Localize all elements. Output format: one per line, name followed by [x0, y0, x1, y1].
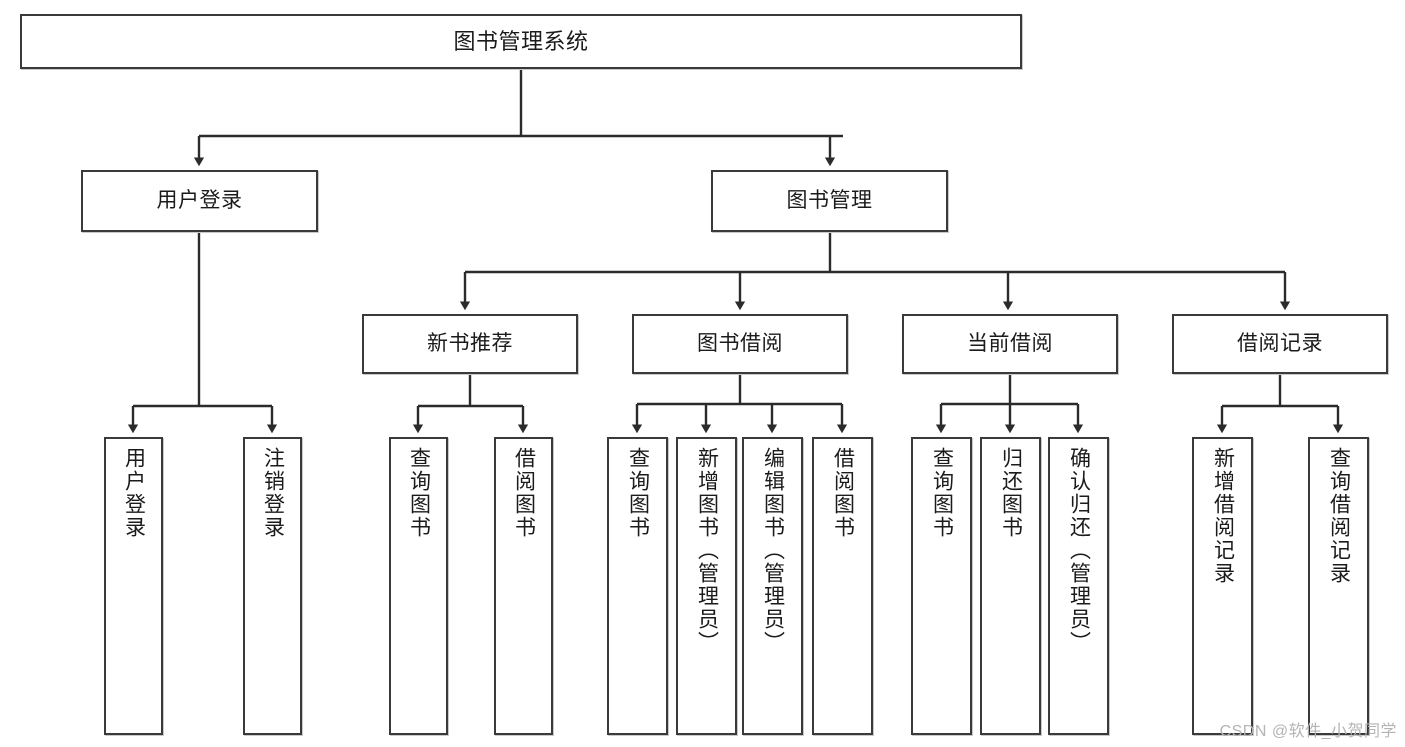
node-leaf-add-record-label: 新增借阅记录 — [1211, 447, 1235, 585]
node-book-borrow-label: 图书借阅 — [697, 331, 783, 355]
node-leaf-edit-book-label: 编辑图书（管理员） — [761, 447, 785, 654]
node-leaf-borrow-book-2-label: 借阅图书 — [831, 447, 855, 539]
node-leaf-add-book[interactable]: 新增图书（管理员） — [676, 437, 737, 735]
node-new-book-recommend-label: 新书推荐 — [427, 331, 513, 355]
node-leaf-query-record-label: 查询借阅记录 — [1327, 447, 1351, 585]
node-book-borrow[interactable]: 图书借阅 — [632, 314, 848, 374]
node-leaf-borrow-book-2[interactable]: 借阅图书 — [812, 437, 873, 735]
node-new-book-recommend[interactable]: 新书推荐 — [362, 314, 578, 374]
node-leaf-logout-label: 注销登录 — [261, 447, 285, 539]
node-leaf-add-book-label: 新增图书（管理员） — [695, 447, 719, 654]
node-book-manage[interactable]: 图书管理 — [711, 170, 948, 232]
node-leaf-query-book-3[interactable]: 查询图书 — [911, 437, 972, 735]
node-leaf-user-login-label: 用户登录 — [122, 447, 146, 539]
node-leaf-confirm-return-label: 确认归还（管理员） — [1067, 447, 1091, 654]
node-leaf-return-book-label: 归还图书 — [999, 447, 1023, 539]
node-leaf-query-book-2-label: 查询图书 — [626, 447, 650, 539]
node-leaf-edit-book[interactable]: 编辑图书（管理员） — [742, 437, 803, 735]
node-leaf-confirm-return[interactable]: 确认归还（管理员） — [1048, 437, 1109, 735]
node-leaf-query-record[interactable]: 查询借阅记录 — [1308, 437, 1369, 735]
node-user-login-label: 用户登录 — [156, 188, 243, 212]
node-leaf-query-book-1-label: 查询图书 — [407, 447, 431, 539]
node-borrow-record-label: 借阅记录 — [1237, 331, 1323, 355]
node-leaf-add-record[interactable]: 新增借阅记录 — [1192, 437, 1253, 735]
node-borrow-record[interactable]: 借阅记录 — [1172, 314, 1388, 374]
node-book-manage-label: 图书管理 — [786, 188, 873, 212]
node-leaf-user-login[interactable]: 用户登录 — [104, 437, 163, 735]
watermark: CSDN @软件_小贺同学 — [1219, 723, 1397, 740]
node-root-label: 图书管理系统 — [453, 28, 589, 54]
node-root[interactable]: 图书管理系统 — [20, 14, 1022, 69]
node-leaf-borrow-book-1[interactable]: 借阅图书 — [494, 437, 553, 735]
node-user-login[interactable]: 用户登录 — [81, 170, 318, 232]
node-current-borrow[interactable]: 当前借阅 — [902, 314, 1118, 374]
node-leaf-borrow-book-1-label: 借阅图书 — [512, 447, 536, 539]
node-current-borrow-label: 当前借阅 — [967, 331, 1053, 355]
node-leaf-query-book-2[interactable]: 查询图书 — [607, 437, 668, 735]
node-leaf-return-book[interactable]: 归还图书 — [980, 437, 1041, 735]
node-leaf-logout[interactable]: 注销登录 — [243, 437, 302, 735]
node-leaf-query-book-1[interactable]: 查询图书 — [389, 437, 448, 735]
node-leaf-query-book-3-label: 查询图书 — [930, 447, 954, 539]
